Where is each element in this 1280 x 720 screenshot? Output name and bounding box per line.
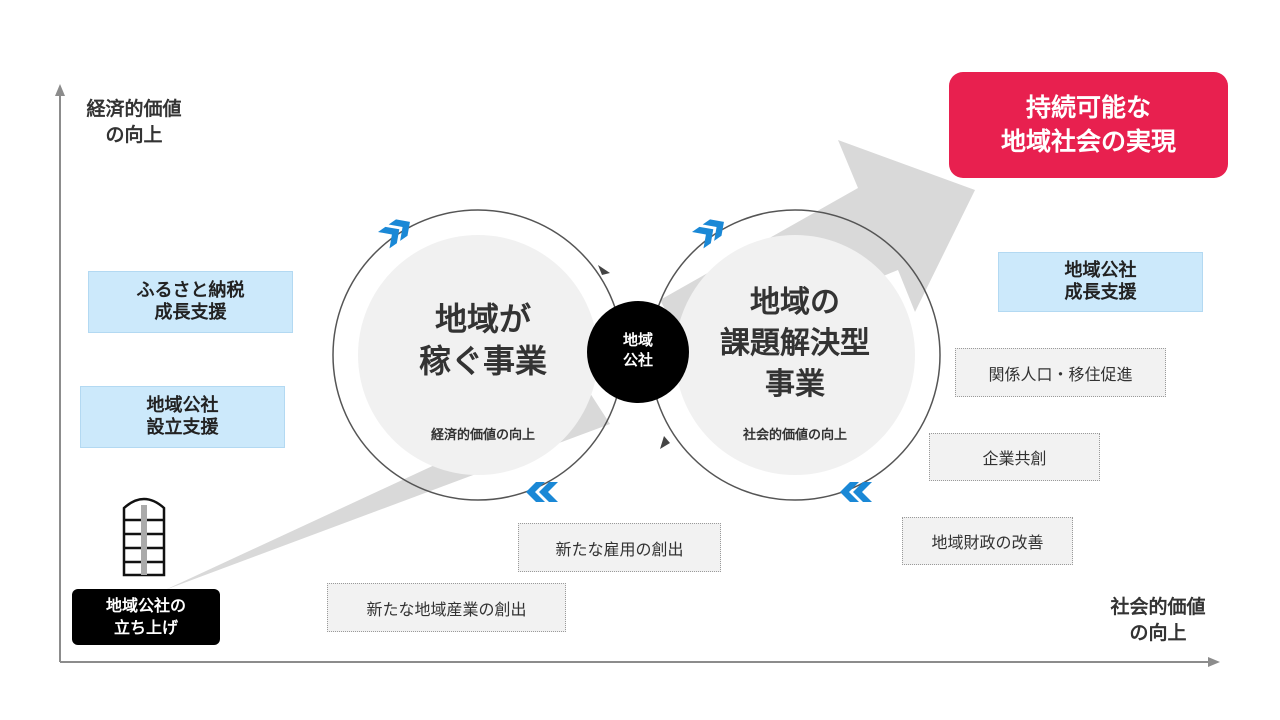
left-cycle-title: 地域が 稼ぐ事業 xyxy=(418,300,547,380)
support-box-setsuritsu: 地域公社 設立支援 xyxy=(80,386,285,448)
start-box: 地域公社の 立ち上げ xyxy=(72,589,220,645)
chevron-icon-left-top xyxy=(378,219,410,249)
x-axis-label: 社会的価値 の向上 xyxy=(1110,596,1206,644)
support-box-furusato: ふるさと納税 成長支援 xyxy=(88,271,293,333)
outcome-co-creation: 企業共創 xyxy=(929,433,1100,481)
y-axis-arrowhead xyxy=(55,84,65,96)
left-cycle-subtitle: 経済的価値の向上 xyxy=(430,428,535,443)
left-cycle-arrowhead xyxy=(598,265,610,275)
building-icon-core xyxy=(141,505,147,575)
chevron-icon-right-top xyxy=(692,219,724,249)
center-label: 地域 公社 xyxy=(622,331,653,369)
outcome-finance: 地域財政の改善 xyxy=(902,517,1073,565)
left-cycle-fill xyxy=(358,235,598,475)
right-cycle-subtitle: 社会的価値の向上 xyxy=(742,428,847,443)
chevron-icon-right-bottom xyxy=(840,482,872,502)
goal-box: 持続可能な 地域社会の実現 xyxy=(949,72,1228,178)
center-circle xyxy=(587,301,689,403)
chevron-icon-left-bottom xyxy=(526,482,558,502)
right-cycle-fill xyxy=(675,235,915,475)
right-cycle-title: 地域の 課題解決型 事業 xyxy=(720,285,870,402)
support-box-seicho: 地域公社 成長支援 xyxy=(998,252,1203,312)
outcome-new-jobs: 新たな雇用の創出 xyxy=(518,523,721,572)
outcome-population: 関係人口・移住促進 xyxy=(955,348,1166,397)
y-axis-label: 経済的価値 の向上 xyxy=(86,98,182,146)
right-cycle-arrowhead xyxy=(660,436,670,449)
x-axis-arrowhead xyxy=(1208,657,1220,667)
outcome-new-industry: 新たな地域産業の創出 xyxy=(327,583,566,632)
